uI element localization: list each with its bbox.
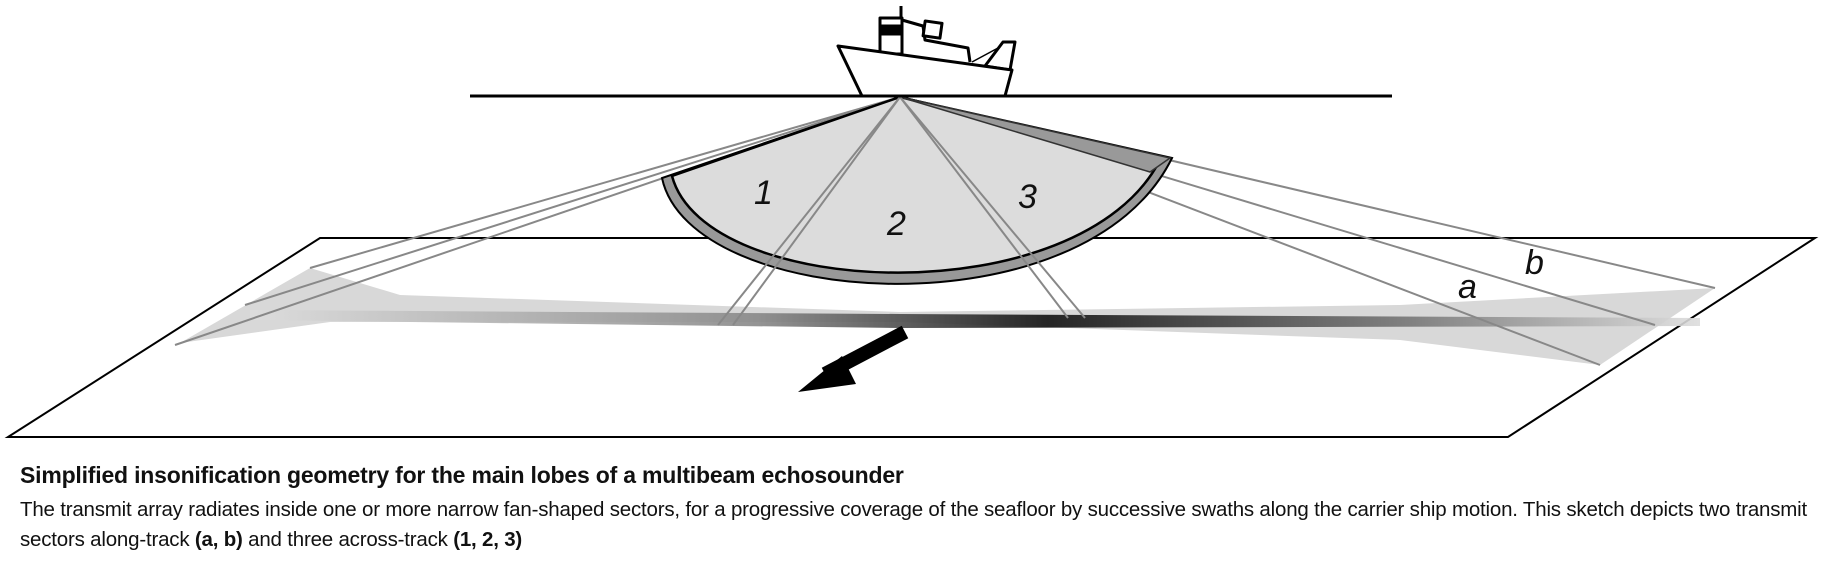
caption-text-2: and three across-track — [242, 528, 454, 551]
sector-label-a: a — [1458, 268, 1477, 306]
swath-band — [250, 310, 1700, 328]
sector-label-1: 1 — [754, 174, 773, 212]
caption-body: The transmit array radiates inside one o… — [20, 495, 1810, 555]
sector-label-2: 2 — [886, 205, 906, 243]
multibeam-diagram: 1 2 3 a b — [4, 6, 1819, 438]
caption-bold-across: (1, 2, 3) — [453, 528, 523, 551]
seafloor-plane — [4, 237, 1819, 438]
caption-bold-along: (a, b) — [194, 528, 243, 551]
ship-icon — [836, 6, 1017, 98]
sector-label-b: b — [1525, 244, 1544, 282]
figure-caption: Simplified insonification geometry for t… — [20, 462, 1810, 555]
caption-title: Simplified insonification geometry for t… — [20, 462, 904, 488]
ship-motion-arrow-icon — [798, 325, 909, 392]
sector-label-3: 3 — [1018, 178, 1037, 216]
across-track-sector-lines — [717, 96, 1086, 326]
caption-text-1: The transmit array radiates inside one o… — [20, 498, 1808, 551]
fan-right-lobe — [899, 96, 1172, 173]
